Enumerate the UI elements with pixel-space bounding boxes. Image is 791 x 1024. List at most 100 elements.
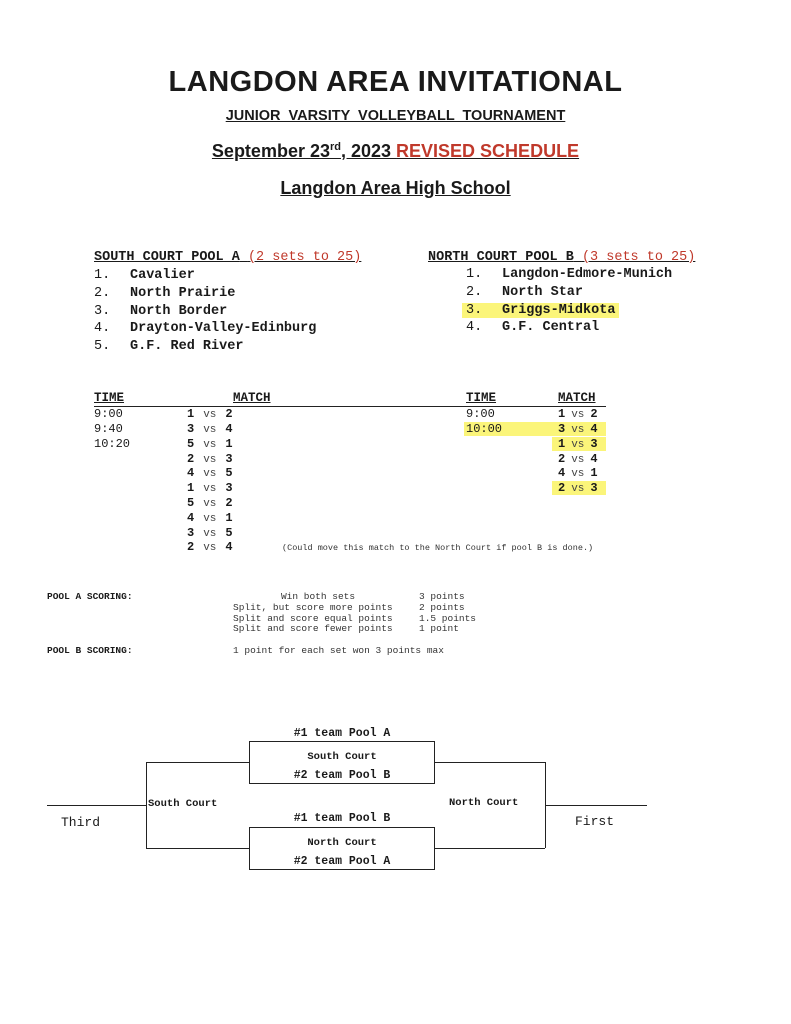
- pool-b-team: 4. G.F. Central: [466, 320, 599, 335]
- match-vs: vs: [203, 498, 217, 510]
- match-vs: vs: [203, 454, 217, 466]
- team-name: North Border: [130, 304, 228, 319]
- match-vs: vs: [203, 409, 217, 421]
- tournament-title: LANGDON AREA INVITATIONAL: [168, 66, 623, 98]
- match-team-a: 4: [187, 511, 195, 525]
- bracket-top-upper-team: #1 team Pool A: [293, 727, 391, 740]
- match-team-a: 3: [187, 526, 195, 540]
- bracket-bottom-upper-team: #1 team Pool B: [293, 812, 391, 825]
- event-date: September 23rd, 2023 REVISED SCHEDULE: [212, 141, 579, 161]
- bracket-bottom-box: [249, 827, 435, 870]
- match-vs: vs: [571, 454, 585, 466]
- match-team-a: 5: [187, 437, 195, 451]
- match-team-a: 1: [558, 407, 566, 421]
- date-line: September 23rd, 2023 REVISED SCHEDULE: [0, 141, 791, 162]
- scoring-rule-points: 3 points: [419, 591, 465, 602]
- pool-b-title: NORTH COURT POOL B: [428, 250, 574, 265]
- match-team-b: 4: [225, 422, 233, 436]
- match-team-b: 2: [225, 496, 233, 510]
- tournament-subtitle: JUNIOR VARSITY VOLLEYBALL TOURNAMENT: [0, 108, 791, 124]
- date-suffix: rd: [329, 141, 341, 153]
- pool-a-team: 1.Cavalier: [94, 268, 195, 283]
- match-team-b: 4: [225, 540, 233, 554]
- pool-a-match: 2 vs 4: [187, 540, 233, 554]
- pool-b-time: 9:00: [466, 407, 495, 421]
- pool-a-time: 9:40: [94, 422, 123, 436]
- pool-b-team: 2.North Star: [466, 285, 583, 300]
- pool-a-team: 2.North Prairie: [94, 286, 235, 301]
- scoring-rule-points: 1 point: [419, 623, 459, 634]
- match-vs: vs: [571, 468, 585, 480]
- schedule-note: (Could move this match to the North Cour…: [282, 543, 594, 553]
- schedule-divider: [94, 406, 606, 407]
- match-team-a: 3: [558, 422, 566, 436]
- match-vs: vs: [571, 409, 585, 421]
- pool-b-scoring-rule: 1 point for each set won 3 points max: [233, 645, 444, 656]
- pool-b-team: 1.Langdon-Edmore-Munich: [466, 267, 672, 282]
- pool-b-team-highlighted: 3. Griggs-Midkota: [462, 303, 620, 318]
- match-team-a: 5: [187, 496, 195, 510]
- team-name: G.F. Red River: [130, 339, 244, 354]
- match-vs: vs: [203, 542, 217, 554]
- match-team-a: 2: [187, 540, 195, 554]
- match-team-a: 4: [187, 466, 195, 480]
- match-vs: vs: [571, 439, 585, 451]
- revised-label: REVISED SCHEDULE: [396, 141, 580, 161]
- team-name: Langdon-Edmore-Munich: [502, 267, 673, 282]
- team-name: Griggs-Midkota: [502, 303, 616, 318]
- match-vs: vs: [203, 483, 217, 495]
- match-team-b: 3: [225, 452, 233, 466]
- bracket-first-place: First: [575, 814, 615, 829]
- pool-b-match-header: MATCH: [558, 391, 596, 405]
- bracket-bottom-lower-team: #2 team Pool A: [293, 855, 391, 868]
- scoring-rule-desc: Split and score fewer points: [233, 623, 393, 634]
- pool-a-match: 4 vs 1: [187, 511, 233, 525]
- bracket-line: [47, 805, 146, 806]
- match-team-b: 2: [225, 407, 233, 421]
- team-number: 4.: [466, 320, 483, 335]
- match-team-a: 3: [187, 422, 195, 436]
- team-number: 3.: [466, 303, 483, 318]
- bracket-line: [146, 848, 249, 849]
- match-vs: vs: [203, 439, 217, 451]
- team-number: 1.: [94, 268, 111, 283]
- pool-a-team: 4.Drayton-Valley-Edinburg: [94, 321, 316, 336]
- match-team-b: 3: [590, 481, 598, 495]
- match-team-b: 1: [590, 466, 598, 480]
- pool-b-time-highlighted: 10:00: [464, 422, 554, 436]
- pool-a-time: 9:00: [94, 407, 123, 421]
- scoring-rule-desc: Split and score equal points: [233, 613, 393, 624]
- bracket-top-box: [249, 741, 435, 784]
- pool-a-match: 3 vs 4: [187, 422, 233, 436]
- match-team-b: 1: [225, 511, 233, 525]
- subtitle-text: JUNIOR VARSITY VOLLEYBALL TOURNAMENT: [225, 108, 566, 124]
- match-team-b: 3: [590, 437, 598, 451]
- team-number: 2.: [466, 285, 483, 300]
- match-vs: vs: [203, 424, 217, 436]
- match-team-a: 2: [558, 452, 566, 466]
- bracket-third-place: Third: [61, 815, 101, 830]
- match-team-a: 2: [558, 481, 566, 495]
- match-team-a: 1: [558, 437, 566, 451]
- team-number: 5.: [94, 339, 111, 354]
- match-vs: vs: [203, 513, 217, 525]
- match-vs: vs: [571, 424, 585, 436]
- pool-a-title: SOUTH COURT POOL A: [94, 250, 240, 265]
- pool-b-time-header: TIME: [466, 391, 497, 405]
- team-name: Drayton-Valley-Edinburg: [130, 321, 317, 336]
- pool-a-heading: SOUTH COURT POOL A (2 sets to 25): [94, 250, 361, 265]
- pool-a-team: 3.North Border: [94, 304, 227, 319]
- bracket-left-court: South Court: [148, 798, 218, 810]
- pool-b-match-highlighted: 1 vs 3: [552, 437, 606, 451]
- pool-a-match: 5 vs 2: [187, 496, 233, 510]
- team-name: G.F. Central: [502, 320, 600, 335]
- pool-b-scoring-label: POOL B SCORING:: [47, 645, 133, 656]
- match-team-a: 4: [558, 466, 566, 480]
